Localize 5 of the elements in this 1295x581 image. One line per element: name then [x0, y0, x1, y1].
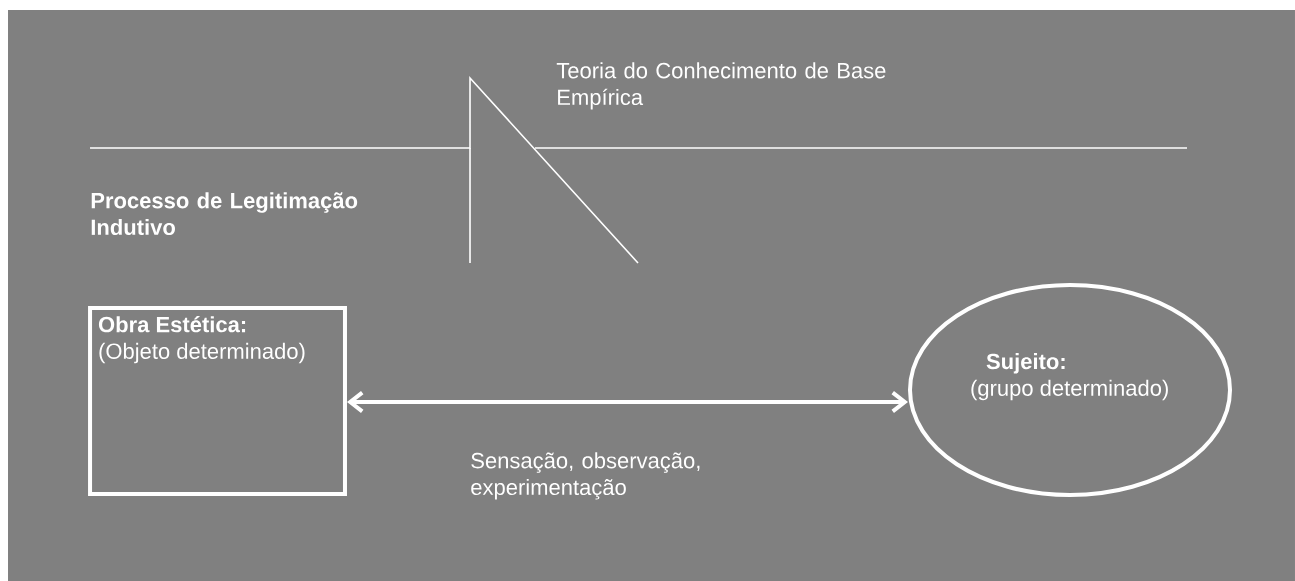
object-box: Obra Estética: (Objeto determinado) [88, 306, 347, 496]
double-arrow [347, 391, 908, 413]
edge-label: Sensação, observação, experimentação [471, 452, 700, 500]
process-label: Processo de Legitimação Indutivo [91, 192, 358, 236]
heading: Teoria do Conhecimento de Base Empírica [556, 62, 886, 110]
